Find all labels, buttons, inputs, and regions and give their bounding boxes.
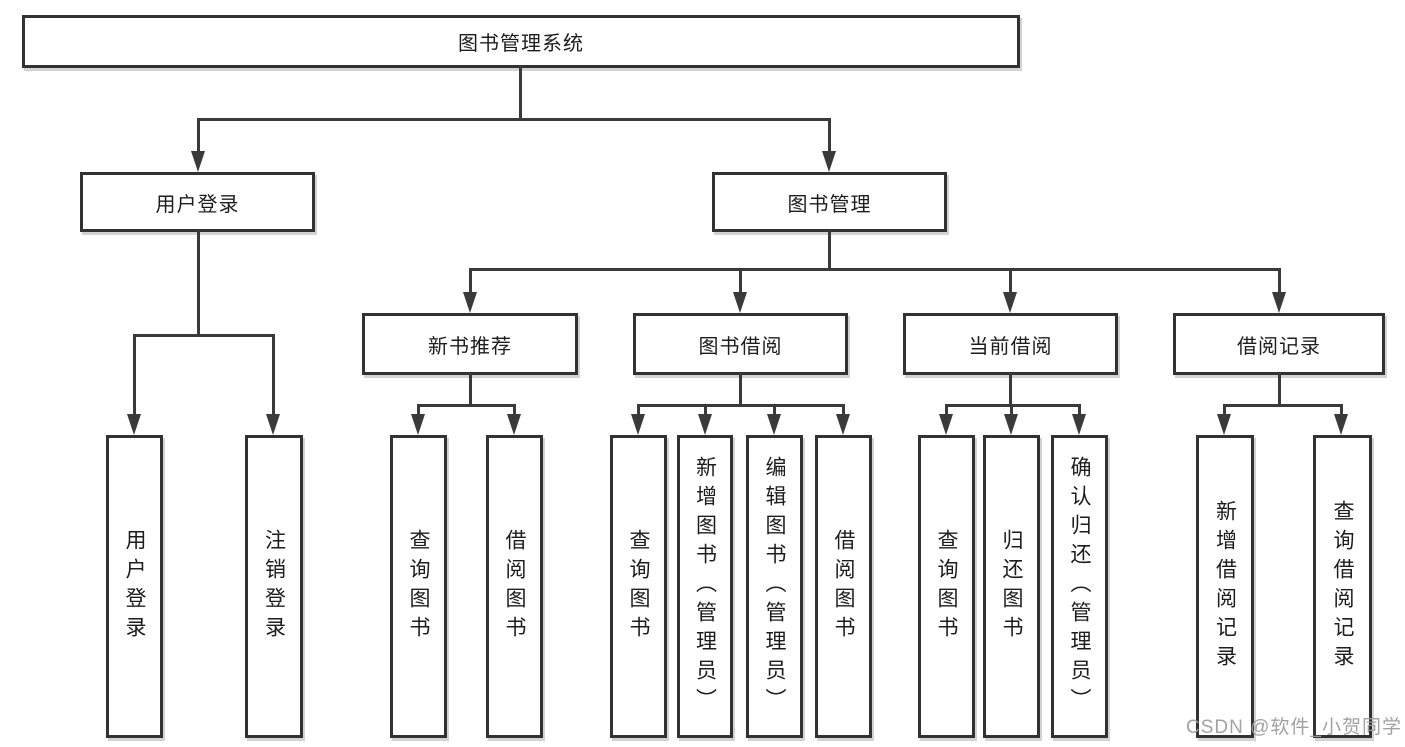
leaf-return-books-label: 归还图书 xyxy=(1000,528,1023,645)
arrow-down-icon xyxy=(822,151,836,172)
node-book-borrow: 图书借阅 xyxy=(633,313,848,375)
leaf-borrow-books: 借阅图书 xyxy=(815,435,872,738)
arrow-down-icon xyxy=(733,292,747,313)
arrow-down-icon xyxy=(1217,414,1231,435)
node-current-borrow: 当前借阅 xyxy=(903,313,1118,375)
connector-user-login-stub xyxy=(197,230,200,337)
connector-new-book-recommend-rail xyxy=(417,404,516,407)
leaf-add-books-admin-label: 新增图书（管理员） xyxy=(693,456,717,717)
leaf-query-borrow-record: 查询借阅记录 xyxy=(1313,435,1372,738)
watermark: CSDN @软件_小贺同学 xyxy=(1186,717,1402,738)
leaf-borrow-books-recommend: 借阅图书 xyxy=(486,435,543,738)
connector-root-rail xyxy=(197,118,831,121)
connector-drop xyxy=(1223,404,1226,416)
connector-drop xyxy=(1340,404,1343,416)
connector-root-stub xyxy=(519,66,522,120)
leaf-return-books: 归还图书 xyxy=(983,435,1040,738)
node-borrow-records: 借阅记录 xyxy=(1173,313,1385,375)
node-book-management: 图书管理 xyxy=(712,172,947,232)
arrow-down-icon xyxy=(411,414,425,435)
connector-user-login-rail xyxy=(133,334,274,337)
connector-drop-borrow-records xyxy=(1278,268,1281,294)
leaf-query-books-recommend: 查询图书 xyxy=(390,435,447,738)
node-new-book-recommend: 新书推荐 xyxy=(362,313,578,375)
connector-drop-leaf-user-login xyxy=(133,334,136,415)
arrow-down-icon xyxy=(1003,292,1017,313)
arrow-down-icon xyxy=(836,414,850,435)
arrow-down-icon xyxy=(191,151,205,172)
node-root: 图书管理系统 xyxy=(22,15,1020,68)
connector-drop-leaf-logout xyxy=(272,334,275,415)
node-new-book-recommend-label: 新书推荐 xyxy=(428,335,512,358)
leaf-borrow-books-recommend-label: 借阅图书 xyxy=(503,528,526,645)
connector-drop xyxy=(842,404,845,416)
connector-drop xyxy=(1078,404,1081,416)
arrow-down-icon xyxy=(266,414,280,435)
connector-book-management-rail xyxy=(469,268,1281,271)
connector-book-management-stub xyxy=(828,230,831,270)
node-book-borrow-label: 图书借阅 xyxy=(698,335,783,358)
connector-drop-user-login xyxy=(197,118,200,154)
connector-drop xyxy=(704,404,707,416)
arrow-down-icon xyxy=(767,414,781,435)
node-root-label: 图书管理系统 xyxy=(458,33,584,55)
node-borrow-records-label: 借阅记录 xyxy=(1237,335,1321,358)
leaf-add-books-admin: 新增图书（管理员） xyxy=(677,435,733,738)
connector-drop-current-borrow xyxy=(1009,268,1012,294)
connector-current-borrow-stub xyxy=(1009,373,1012,407)
node-current-borrow-label: 当前借阅 xyxy=(968,335,1053,358)
leaf-borrow-books-label: 借阅图书 xyxy=(832,528,855,645)
leaf-logout: 注销登录 xyxy=(245,435,303,738)
arrow-down-icon xyxy=(507,414,521,435)
leaf-logout-label: 注销登录 xyxy=(262,528,286,645)
arrow-down-icon xyxy=(939,414,953,435)
connector-drop-book-management xyxy=(828,118,831,154)
leaf-edit-books-admin: 编辑图书（管理员） xyxy=(746,435,803,738)
connector-drop xyxy=(417,404,420,416)
arrow-down-icon xyxy=(127,414,141,435)
leaf-edit-books-admin-label: 编辑图书（管理员） xyxy=(763,456,786,717)
leaf-query-books-recommend-label: 查询图书 xyxy=(407,528,430,645)
arrow-down-icon xyxy=(463,292,477,313)
arrow-down-icon xyxy=(1004,414,1018,435)
leaf-query-books-borrow-label: 查询图书 xyxy=(627,528,650,645)
connector-borrow-records-stub xyxy=(1278,373,1281,407)
arrow-down-icon xyxy=(1272,292,1286,313)
leaf-query-books-current-label: 查询图书 xyxy=(935,528,958,645)
node-book-management-label: 图书管理 xyxy=(787,193,872,216)
connector-borrow-records-rail xyxy=(1223,404,1343,407)
connector-drop xyxy=(637,404,640,416)
arrow-down-icon xyxy=(631,414,645,435)
leaf-add-borrow-record-label: 新增借阅记录 xyxy=(1213,499,1237,674)
connector-drop xyxy=(1010,404,1013,416)
leaf-query-books-borrow: 查询图书 xyxy=(610,435,667,738)
connector-new-book-recommend-stub xyxy=(469,373,472,407)
leaf-add-borrow-record: 新增借阅记录 xyxy=(1196,435,1254,738)
connector-current-borrow-rail xyxy=(945,404,1081,407)
leaf-user-login: 用户登录 xyxy=(106,435,163,738)
leaf-confirm-return-admin: 确认归还（管理员） xyxy=(1051,435,1108,738)
connector-book-borrow-rail xyxy=(637,404,845,407)
leaf-confirm-return-admin-label: 确认归还（管理员） xyxy=(1068,456,1091,717)
arrow-down-icon xyxy=(1072,414,1086,435)
node-user-login: 用户登录 xyxy=(80,172,315,232)
arrow-down-icon xyxy=(1334,414,1348,435)
node-user-login-label: 用户登录 xyxy=(155,193,240,216)
connector-drop-book-borrow xyxy=(739,268,742,294)
leaf-user-login-label: 用户登录 xyxy=(123,528,146,645)
leaf-query-borrow-record-label: 查询借阅记录 xyxy=(1331,499,1354,674)
arrow-down-icon xyxy=(698,414,712,435)
leaf-query-books-current: 查询图书 xyxy=(918,435,975,738)
connector-book-borrow-stub xyxy=(739,373,742,407)
connector-drop-new-book-recommend xyxy=(469,268,472,294)
connector-drop xyxy=(945,404,948,416)
connector-drop xyxy=(513,404,516,416)
connector-drop xyxy=(773,404,776,416)
